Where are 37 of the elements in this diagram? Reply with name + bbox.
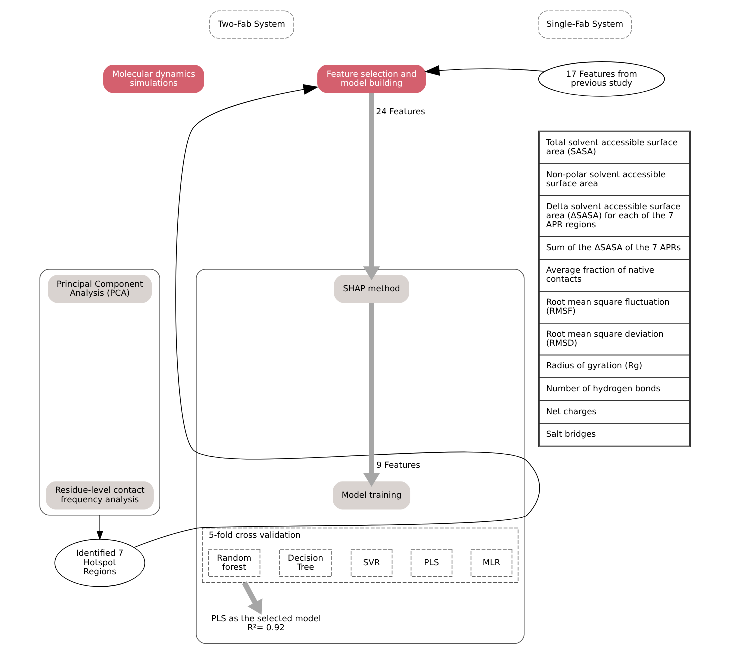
node-box: SVR	[350, 549, 392, 578]
arrow	[424, 65, 546, 76]
node-text: PLS as the selected model R²= 0.92	[210, 614, 321, 633]
label: Radius of gyration (Rg)	[546, 360, 642, 371]
arrow	[133, 84, 540, 548]
node-box: PLS	[410, 549, 452, 578]
node-box: Random forest	[208, 549, 260, 578]
node-ellipse: Identified 7 Hotspot Regions	[54, 539, 145, 588]
label: Total solvent accessible surface area (SASA)	[546, 138, 678, 157]
edge-label: 24 Features	[376, 106, 425, 116]
arrow	[242, 582, 262, 615]
label: Sum of the ΔSASA of the 7 APRs	[546, 242, 681, 252]
arrow	[362, 93, 380, 280]
node-box: Two-Fab System	[208, 10, 294, 39]
node-ellipse: 17 Features from previous study	[538, 62, 665, 97]
arrow	[96, 515, 103, 541]
node-box: Decision Tree	[278, 549, 332, 578]
node-box: SHAP method	[334, 275, 409, 304]
cluster	[196, 269, 524, 644]
node-box: Single-Fab System	[538, 10, 632, 39]
node-box: Model training	[332, 482, 410, 510]
label: Non-polar solvent accessible surface area	[546, 169, 666, 189]
node-box: MLR	[470, 549, 512, 578]
label: Delta solvent accessible surface area (ΔSASA) for each of the 7 APR regions	[546, 201, 680, 230]
arrow	[362, 303, 380, 487]
label: Average fraction of native contacts	[546, 265, 654, 284]
node-box: Feature selection and model building	[317, 65, 426, 94]
label: Number of hydrogen bonds	[546, 384, 660, 394]
cluster	[39, 269, 160, 516]
node-box: Residue-level contact frequency analysis	[46, 482, 154, 510]
label: Net charges	[546, 406, 596, 416]
label: Root mean square fluctuation (RMSF)	[546, 296, 670, 316]
label: Salt bridges	[546, 429, 596, 440]
node-box: Molecular dynamics simulations	[103, 65, 204, 94]
node-box: Principal Component Analysis (PCA)	[48, 275, 152, 304]
edge-label: 9 Features	[376, 460, 420, 470]
label: Root mean square deviation (RMSD)	[546, 328, 664, 348]
